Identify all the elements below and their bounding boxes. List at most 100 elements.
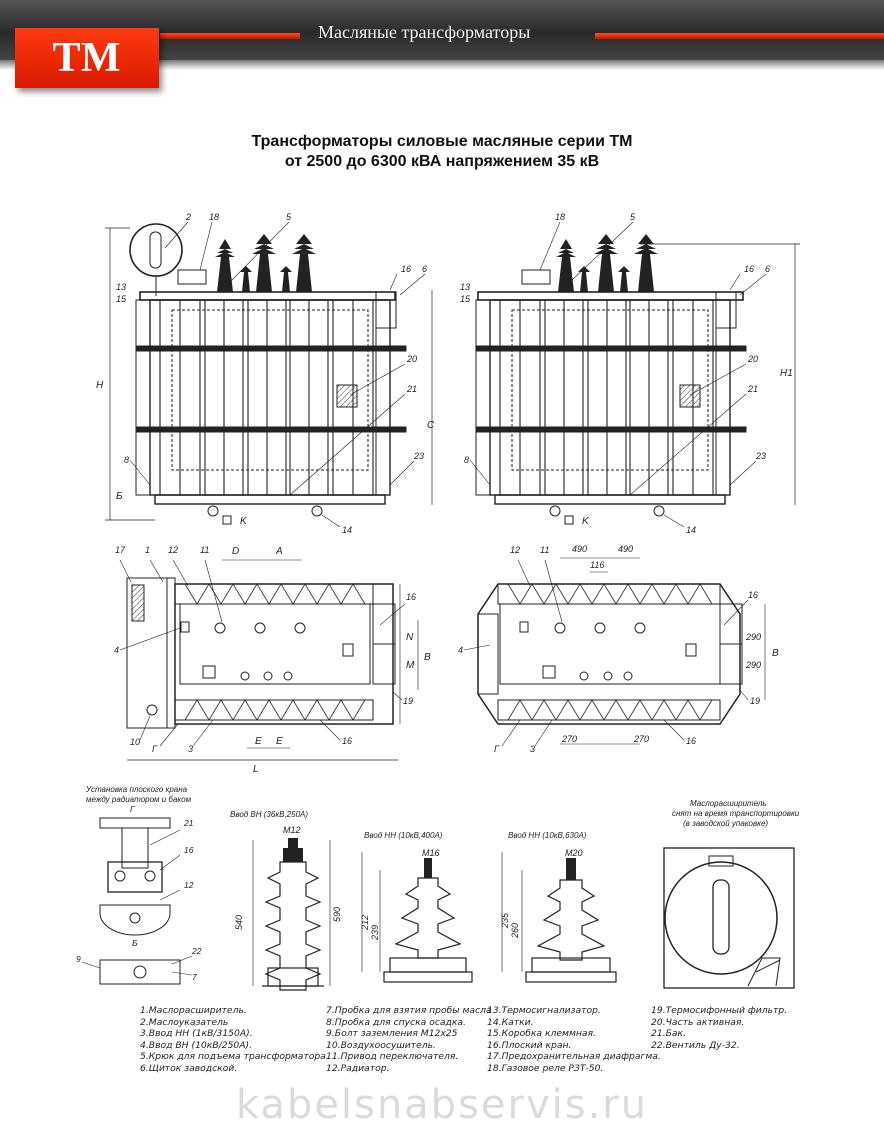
legend-item: 9.Болт заземления М12х25 xyxy=(326,1028,458,1040)
svg-text:10: 10 xyxy=(130,737,140,747)
svg-text:212: 212 xyxy=(360,915,370,931)
svg-text:M: M xyxy=(406,660,415,671)
svg-text:18: 18 xyxy=(209,212,219,222)
svg-text:116: 116 xyxy=(590,560,604,570)
svg-text:16: 16 xyxy=(342,736,352,746)
svg-text:540: 540 xyxy=(234,915,244,930)
svg-text:235: 235 xyxy=(500,912,510,929)
svg-text:Б: Б xyxy=(116,491,123,502)
svg-text:М12: М12 xyxy=(283,825,301,835)
svg-text:8: 8 xyxy=(124,455,129,465)
legend-item: 19.Термосифонный фильтр. xyxy=(651,1005,788,1016)
watermark: kabelsnabservis.ru xyxy=(235,1082,649,1128)
svg-text:21: 21 xyxy=(406,384,417,394)
svg-text:11: 11 xyxy=(200,545,209,555)
svg-text:4: 4 xyxy=(458,645,463,655)
svg-text:260: 260 xyxy=(510,923,520,939)
svg-text:13: 13 xyxy=(460,282,470,292)
svg-text:16: 16 xyxy=(744,264,754,274)
legend-item: 10.Воздухоосушитель. xyxy=(326,1039,436,1051)
svg-text:18: 18 xyxy=(555,212,565,222)
svg-text:Г: Г xyxy=(130,804,136,814)
header-red-line-right xyxy=(595,33,884,39)
svg-text:490: 490 xyxy=(572,544,587,554)
header-red-line-left xyxy=(160,33,300,39)
svg-text:14: 14 xyxy=(342,525,352,535)
svg-text:3: 3 xyxy=(188,744,193,754)
svg-text:6: 6 xyxy=(765,264,770,274)
legend-item: 18.Газовое реле РЗТ-50. xyxy=(487,1062,604,1074)
detail-lv-bushing-2: Ввод НН (10кВ,630А) М20 235 260 xyxy=(500,831,617,983)
legend-item: 11.Привод переключателя. xyxy=(326,1051,459,1063)
svg-text:Г: Г xyxy=(152,744,158,754)
svg-text:490: 490 xyxy=(618,544,633,554)
svg-text:16: 16 xyxy=(748,590,758,600)
svg-text:19: 19 xyxy=(750,696,760,706)
legend-col-4: 19.Термосифонный фильтр. 20.Часть активн… xyxy=(651,1005,787,1051)
svg-text:D: D xyxy=(232,546,239,557)
header: Масляные трансформаторы ТМ xyxy=(0,0,884,95)
svg-text:М20: М20 xyxy=(565,848,583,858)
svg-text:(в заводской упаковке): (в заводской упаковке) xyxy=(683,819,768,828)
svg-text:16: 16 xyxy=(406,592,416,602)
svg-text:8: 8 xyxy=(464,455,469,465)
legend-item: 7.Пробка для взятия пробы масла xyxy=(326,1005,492,1016)
detail-conservator: Маслорасширитель снят на время транспорт… xyxy=(663,799,800,989)
detail-hv-bushing: Ввод ВН (36кВ,250А) М12 540 590 xyxy=(230,810,342,991)
legend-item: 6.Щиток заводской. xyxy=(140,1062,238,1074)
svg-text:L: L xyxy=(253,764,259,775)
svg-text:K: K xyxy=(582,516,590,527)
svg-text:B: B xyxy=(424,652,431,663)
svg-text:16: 16 xyxy=(184,845,194,855)
svg-text:7: 7 xyxy=(192,972,197,982)
legend-item: 3.Ввод НН (1кВ/3150А). xyxy=(140,1028,253,1040)
svg-text:590: 590 xyxy=(332,907,342,922)
svg-text:Ввод ВН (36кВ,250А): Ввод ВН (36кВ,250А) xyxy=(230,810,308,819)
detail-flat-valve: Установка плоского крана между радиаторо… xyxy=(76,785,202,985)
svg-text:16: 16 xyxy=(401,264,411,274)
legend-item: 2.Маслоуказатель xyxy=(140,1016,229,1028)
legend-item: 21.Бак. xyxy=(651,1028,687,1040)
svg-text:14: 14 xyxy=(686,525,696,535)
svg-text:20: 20 xyxy=(747,354,758,364)
legend-item: 5.Крюк для подъема трансформатора. xyxy=(140,1051,329,1063)
legend-item: 1.Маслорасширитель. xyxy=(140,1005,247,1016)
logo: ТМ xyxy=(15,28,159,88)
legend-item: 20.Часть активная. xyxy=(651,1016,745,1028)
svg-text:снят на время транспортировки: снят на время транспортировки xyxy=(672,809,800,818)
legend-item: 14.Катки. xyxy=(487,1016,534,1028)
svg-text:20: 20 xyxy=(406,354,417,364)
svg-text:13: 13 xyxy=(116,282,126,292)
svg-text:Маслорасширитель: Маслорасширитель xyxy=(690,799,767,808)
svg-text:E: E xyxy=(276,736,283,747)
doc-title-line2: от 2500 до 6300 кВА напряжением 35 кВ xyxy=(284,153,600,170)
svg-text:1: 1 xyxy=(145,545,150,555)
svg-text:Г: Г xyxy=(494,744,500,754)
svg-text:М16: М16 xyxy=(422,848,440,858)
svg-text:H1: H1 xyxy=(780,368,793,379)
svg-text:4: 4 xyxy=(114,645,119,655)
svg-text:N: N xyxy=(406,632,414,643)
legend-item: 16.Плоский кран. xyxy=(487,1039,572,1051)
svg-text:Установка плоского крана: Установка плоского крана xyxy=(85,785,188,794)
legend-item: 15.Коробка клеммная. xyxy=(487,1028,596,1040)
svg-text:3: 3 xyxy=(530,744,535,754)
legend-item: 22.Вентиль Ду-32. xyxy=(651,1039,740,1051)
svg-text:K: K xyxy=(240,516,248,527)
svg-text:E: E xyxy=(255,736,262,747)
svg-text:Ввод НН (10кВ,400А): Ввод НН (10кВ,400А) xyxy=(364,831,443,840)
legend-item: 4.Ввод ВН (10кВ/250А). xyxy=(140,1039,253,1051)
legend-item: 8.Пробка для спуска осадка. xyxy=(326,1016,466,1028)
svg-text:между радиатором и баком: между радиатором и баком xyxy=(86,795,192,804)
svg-text:12: 12 xyxy=(168,545,178,555)
svg-text:17: 17 xyxy=(115,545,126,555)
svg-text:12: 12 xyxy=(184,880,194,890)
svg-text:Ввод НН (10кВ,630А): Ввод НН (10кВ,630А) xyxy=(508,831,587,840)
legend-col-2: 7.Пробка для взятия пробы масла 8.Пробка… xyxy=(326,1005,492,1075)
svg-text:22: 22 xyxy=(191,946,202,956)
svg-text:5: 5 xyxy=(630,212,636,222)
